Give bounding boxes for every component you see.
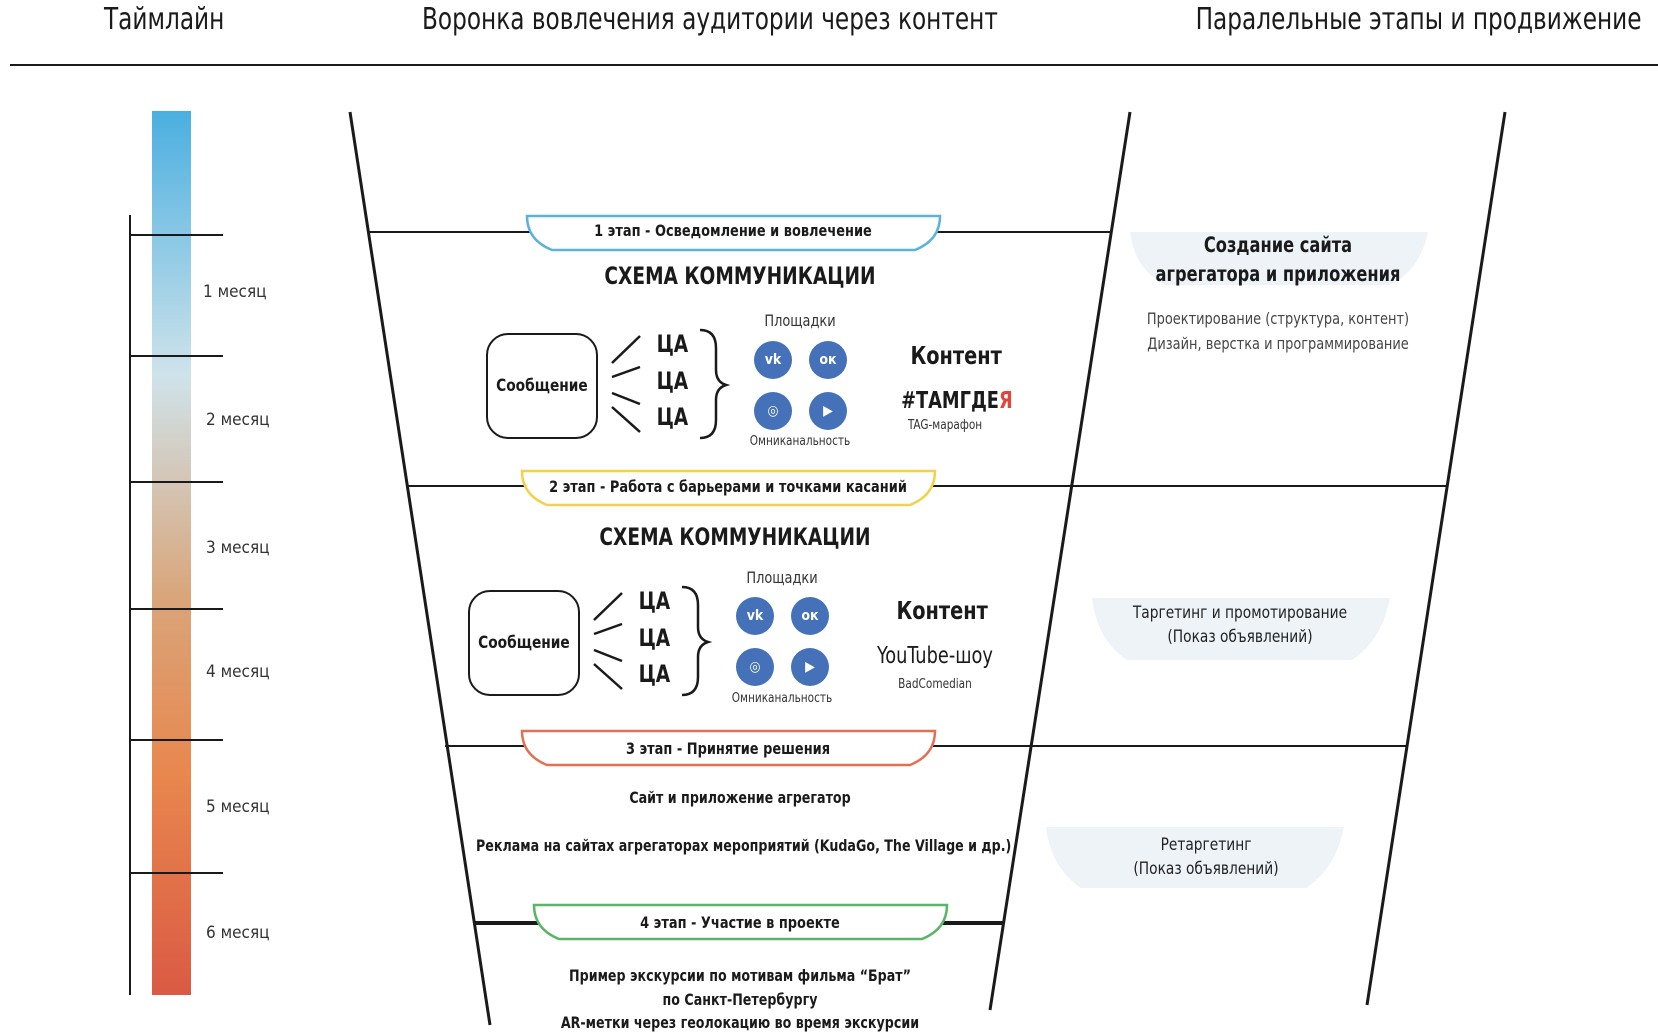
scheme1-rays [611,328,731,440]
scheme1-hashtag: #ТАМГДЕЯ [901,388,1013,414]
site-title-2: агрегатора и приложения [1155,262,1401,286]
funnel-left-edge [348,111,492,1026]
youtube-icon: ▶ [809,392,847,430]
timeline-header: Таймлайн [104,2,225,37]
site-line-2: Дизайн, верстка и программирование [1147,334,1409,353]
youtube-icon: ▶ [791,648,829,686]
stage3-text-1: Сайт и приложение агрегатор [629,788,851,807]
scheme1-brace [699,328,731,440]
site-title-1: Создание сайта [1203,233,1353,257]
scheme2-content-label: Контент [896,596,988,625]
scheme2-ca-2: ЦА [638,624,671,652]
scheme1-sub-label: TAG-марафон [907,418,983,433]
stage2-banner [520,469,937,507]
site-line-1: Проектирование (структура, контент) [1146,309,1410,328]
scheme1-platforms-label: Площадки [764,311,836,330]
scheme2-rays [593,585,713,697]
timeline-month-3: 3 месяц [206,538,270,558]
stage3-text-2: Реклама на сайтах агрегаторах мероприяти… [476,836,1012,855]
scheme1-message-label: Сообщение [496,376,588,396]
stage4-label: 4 этап - Участие в проекте [640,913,840,932]
scheme1-omni-label: Омниканальность [749,434,851,449]
timeline-month-1: 1 месяц [203,282,267,302]
parallel-header: Паралельные этапы и продвижение [1196,2,1642,37]
scheme2-platforms-label: Площадки [746,568,818,587]
timeline-month-6: 6 месяц [206,923,270,943]
timeline-month-5: 5 месяц [206,797,270,817]
scheme1-ca-2: ЦА [656,367,689,395]
odnoklassniki-icon: ок [791,597,829,635]
odnoklassniki-icon: ок [809,341,847,379]
hashtag-accent: Я [998,388,1013,414]
hashtag-main: #ТАМГДЕ [901,388,999,414]
timeline-gradient-bar [152,111,191,995]
vk-icon: vk [754,341,792,379]
scheme2-message-box: Сообщение [468,590,580,696]
stage3-label: 3 этап - Принятие решения [625,739,831,758]
stage4-banner [532,903,949,941]
vk-icon: vk [736,597,774,635]
scheme1-ca-1: ЦА [656,330,689,358]
scheme2-ca-1: ЦА [638,587,671,615]
scheme2-omni-label: Омниканальность [731,691,833,706]
instagram-icon: ◎ [754,392,792,430]
scheme2-brace [681,585,713,697]
stage4-text-3: AR-метки через геолокацию во время экску… [560,1013,920,1032]
target-line-2: (Показ объявлений) [1167,627,1313,647]
scheme2-message-label: Сообщение [478,633,570,653]
scheme2-show-label: YouTube-шоу [877,643,993,669]
scheme2-ca-3: ЦА [638,660,671,688]
timeline-month-2: 2 месяц [206,410,270,430]
scheme2-sub-label: BadComedian [898,677,972,692]
scheme1-content-label: Контент [910,341,1002,370]
scheme1-message-box: Сообщение [486,333,598,439]
stage1-label: 1 этап - Осведомление и вовлечение [594,221,872,240]
target-highlight [1092,598,1390,660]
target-line-1: Таргетинг и промотирование [1132,603,1348,623]
stage1-banner [525,214,942,252]
header-divider [10,64,1658,66]
retarget-line-2: (Показ объявлений) [1133,859,1279,879]
stage4-text-1: Пример экскурсии по мотивам фильма “Брат… [569,966,911,985]
timeline-ticks [130,234,223,874]
stage2-label: 2 этап - Работа с барьерами и точками ка… [549,477,907,496]
stage3-banner [520,729,937,767]
funnel-header: Воронка вовлечения аудитории через конте… [422,2,998,37]
site-highlight [1130,232,1428,285]
scheme1-ca-3: ЦА [656,403,689,431]
timeline-month-4: 4 месяц [206,662,270,682]
instagram-icon: ◎ [736,648,774,686]
parallel-right-edge [1365,111,1507,1006]
scheme1-title: СХЕМА КОММУНИКАЦИИ [604,262,876,290]
scheme2-title: СХЕМА КОММУНИКАЦИИ [599,523,871,551]
stage4-text-2: по Санкт-Петербургу [662,990,818,1009]
retarget-line-1: Ретаргетинг [1160,835,1252,855]
funnel-right-edge [988,111,1132,1011]
retarget-highlight [1046,827,1344,888]
